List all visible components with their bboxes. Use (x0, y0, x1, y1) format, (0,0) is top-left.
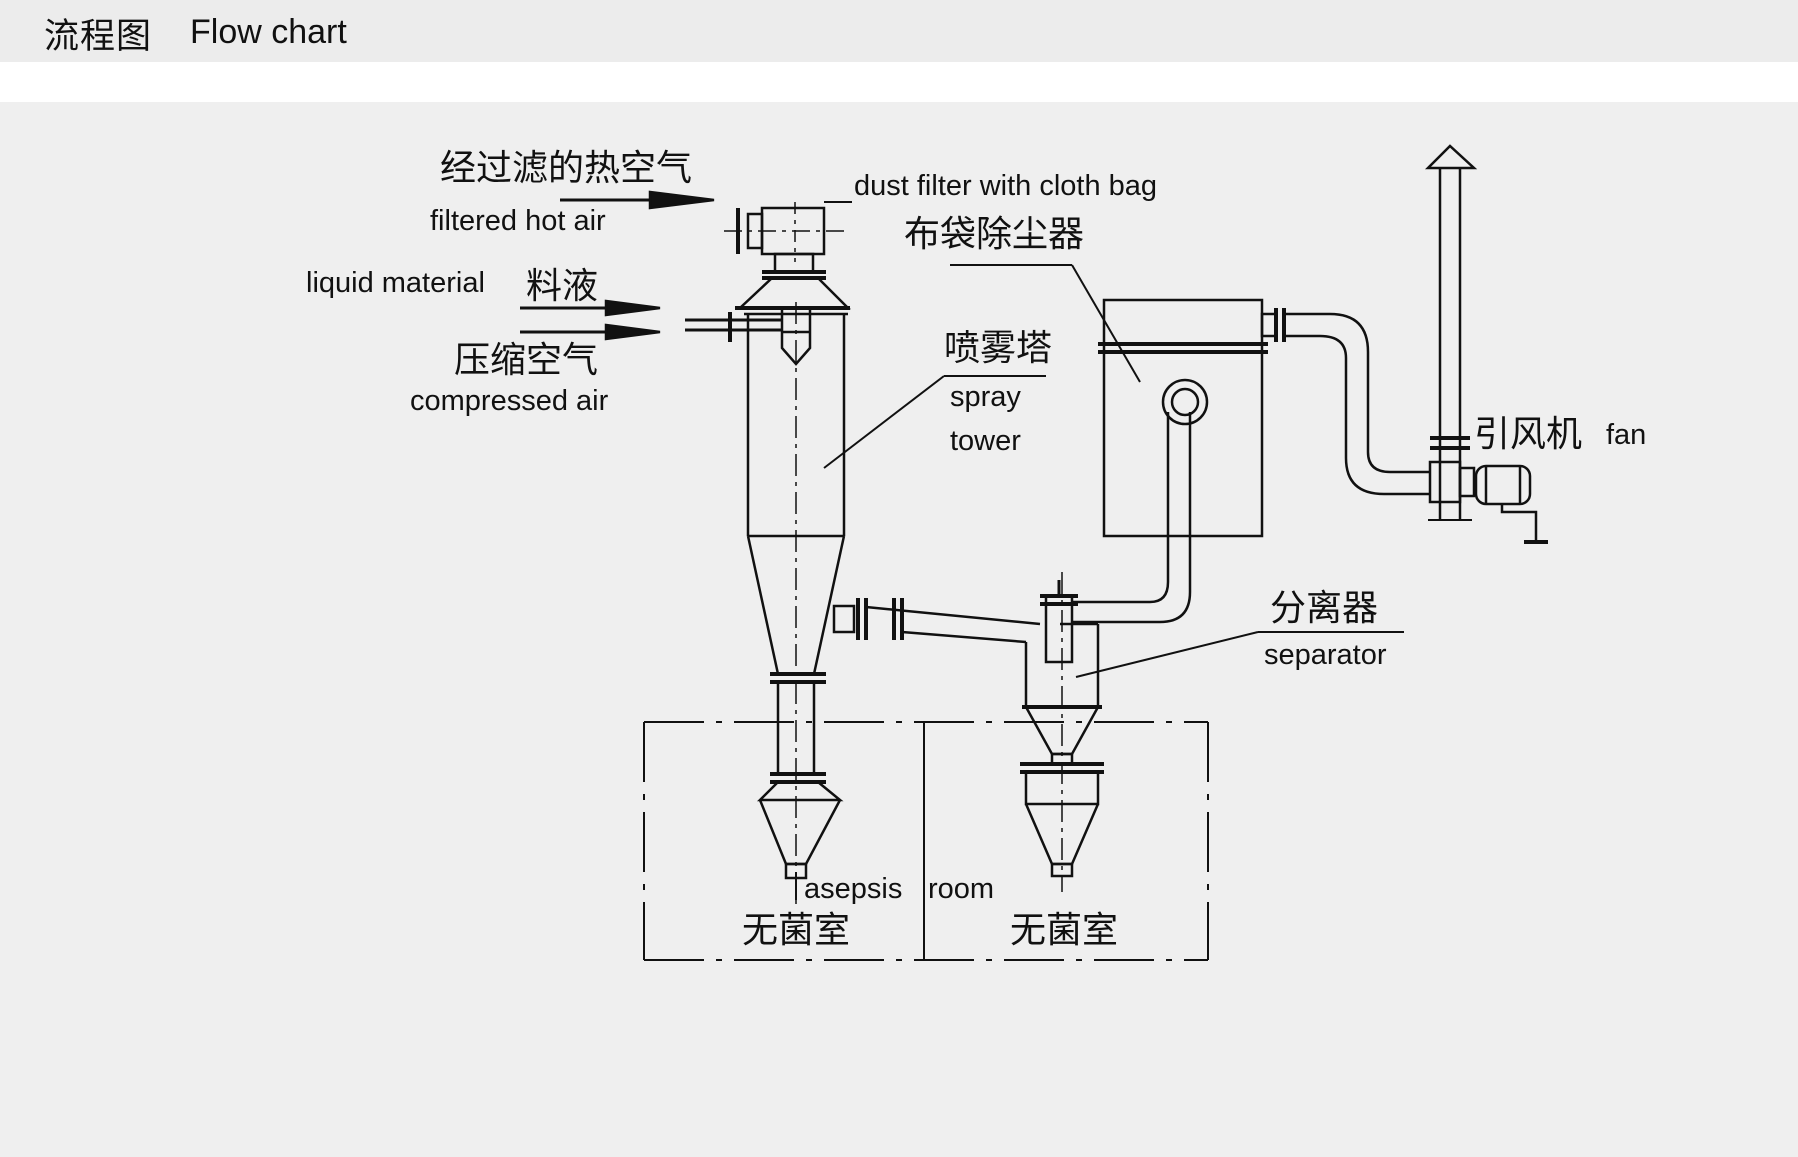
label-hot-air-en: filtered hot air (430, 205, 606, 237)
label-liquid-en: liquid material (306, 267, 485, 299)
separator-to-filter-pipe (1072, 378, 1209, 624)
liquid-arrow-icon (604, 299, 661, 317)
induced-fan (1424, 144, 1548, 544)
page-header: 流程图 Flow chart (0, 0, 1798, 64)
spray-tower (685, 302, 848, 907)
cyclone-separator (1020, 572, 1104, 892)
hot-air-inlet (724, 202, 852, 310)
label-fan-en: fan (1606, 419, 1646, 451)
asepsis-room (643, 721, 1209, 961)
label-asepsis-en-2: room (928, 873, 994, 905)
label-room-cn-right: 无菌室 (1010, 910, 1118, 951)
hot-air-arrow-icon (648, 190, 715, 210)
label-dust-filter-cn: 布袋除尘器 (904, 214, 1084, 255)
tower-to-separator-pipe (832, 598, 1041, 644)
spray-dryer-flow-diagram: 经过滤的热空气 filtered hot air liquid material… (0, 102, 1798, 1153)
page-title-cn: 流程图 (44, 17, 153, 57)
label-tower-en-2: tower (950, 425, 1021, 457)
label-hot-air-cn: 经过滤的热空气 (440, 148, 692, 189)
label-fan-cn: 引风机 (1474, 414, 1582, 455)
label-separator-en: separator (1264, 639, 1387, 671)
label-compressed-cn: 压缩空气 (454, 340, 598, 381)
label-tower-cn: 喷雾塔 (944, 328, 1052, 369)
label-tower-en-1: spray (950, 381, 1021, 413)
label-dust-filter-en: dust filter with cloth bag (854, 170, 1157, 202)
header-spacer (0, 62, 1798, 102)
label-asepsis-en-1: asepsis (804, 873, 902, 905)
label-room-cn-left: 无菌室 (742, 910, 850, 951)
tower-collector (756, 672, 844, 880)
label-separator-cn: 分离器 (1270, 588, 1378, 629)
label-compressed-en: compressed air (410, 385, 609, 417)
page-title-en: Flow chart (190, 13, 347, 51)
label-liquid-cn: 料液 (526, 266, 598, 307)
input-arrows (520, 190, 715, 341)
leader-lines (823, 201, 1404, 678)
compressed-air-arrow-icon (604, 323, 661, 341)
dust-filter (1098, 298, 1430, 538)
flow-diagram-svg: 经过滤的热空气 filtered hot air liquid material… (306, 144, 1646, 961)
